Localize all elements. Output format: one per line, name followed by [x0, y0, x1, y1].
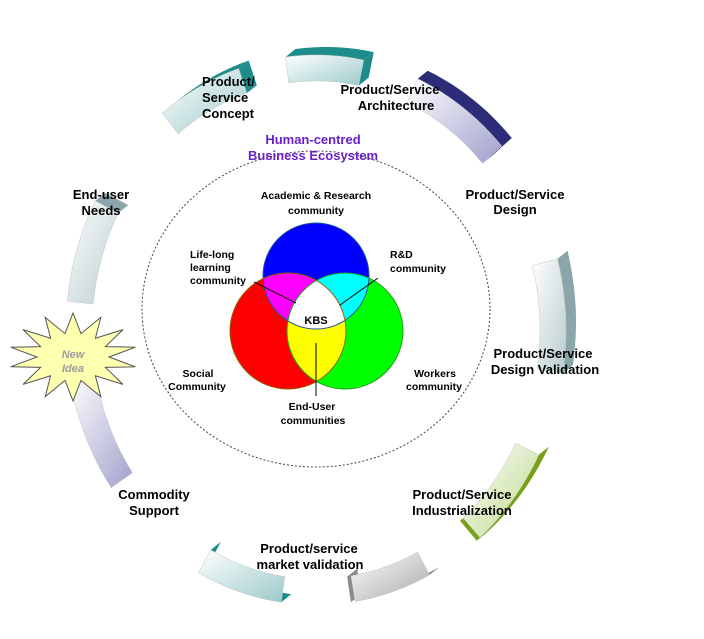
stage-concept-label-1: Product/: [202, 74, 255, 89]
ecosystem-title-line1: Human-centred: [265, 132, 360, 147]
segment-design-validation: [532, 250, 576, 374]
callout-lines: [253, 277, 379, 396]
ecosystem-boundary: [141, 150, 491, 468]
stage-commodity-support-label-2: Support: [129, 503, 179, 518]
segment-design: [406, 70, 512, 164]
stage-end-user-needs-label-2: Needs: [81, 203, 120, 218]
kbs-label: KBS: [304, 315, 327, 327]
enduser-label-2: communities: [281, 415, 346, 427]
stage-concept-label-3: Concept: [202, 106, 255, 121]
workers-label-2: community: [406, 381, 462, 393]
cycle-segments: [67, 47, 576, 603]
kbs-overlap: [287, 273, 346, 329]
rd-label-2: community: [390, 263, 446, 275]
lifelong-label-2: learning: [190, 262, 231, 274]
lifelong-label-3: community: [190, 275, 246, 287]
stage-industrialization-label-2: Industrialization: [412, 503, 512, 518]
academic-label-2: community: [288, 205, 344, 217]
segment-architecture: [285, 47, 374, 86]
workers-label-1: Workers: [414, 368, 456, 380]
segment-market-validation: [347, 551, 440, 603]
lifelong-label-1: Life-long: [190, 249, 234, 261]
stage-design-label-1: Product/Service: [466, 187, 565, 202]
rd-label-1: R&D: [390, 249, 413, 261]
venn-diagram: KBS: [229, 222, 404, 390]
new-idea-burst-icon: [10, 311, 136, 403]
segment-industrialization: [460, 442, 549, 541]
stage-market-validation-label-2: market validation: [257, 557, 364, 572]
stage-industrialization-label-1: Product/Service: [413, 487, 512, 502]
segment-commodity-support: [198, 541, 292, 603]
stage-market-validation-label-1: Product/service: [260, 541, 358, 556]
enduser-label-1: End-User: [289, 401, 336, 413]
segment-end-user-needs: [67, 192, 129, 305]
stage-design-validation-label-2: Design Validation: [491, 362, 599, 377]
new-idea-label-2: Idea: [62, 363, 84, 375]
stage-commodity-support-label-1: Commodity: [118, 487, 190, 502]
segment-concept: [161, 60, 257, 135]
stage-architecture-label-2: Architecture: [358, 98, 435, 113]
stage-design-label-2: Design: [493, 202, 536, 217]
stage-end-user-needs-label-1: End-user: [73, 187, 129, 202]
stage-architecture-label-1: Product/Service: [341, 82, 440, 97]
stage-design-validation-label-1: Product/Service: [494, 346, 593, 361]
social-label-2: Community: [168, 381, 226, 393]
ecosystem-title-line2: Business Ecosystem: [248, 148, 378, 163]
academic-label-1: Academic & Research: [261, 190, 371, 202]
stage-concept-label-2: Service: [202, 90, 248, 105]
new-idea-label-1: New: [62, 349, 86, 361]
social-label-1: Social: [183, 368, 214, 380]
